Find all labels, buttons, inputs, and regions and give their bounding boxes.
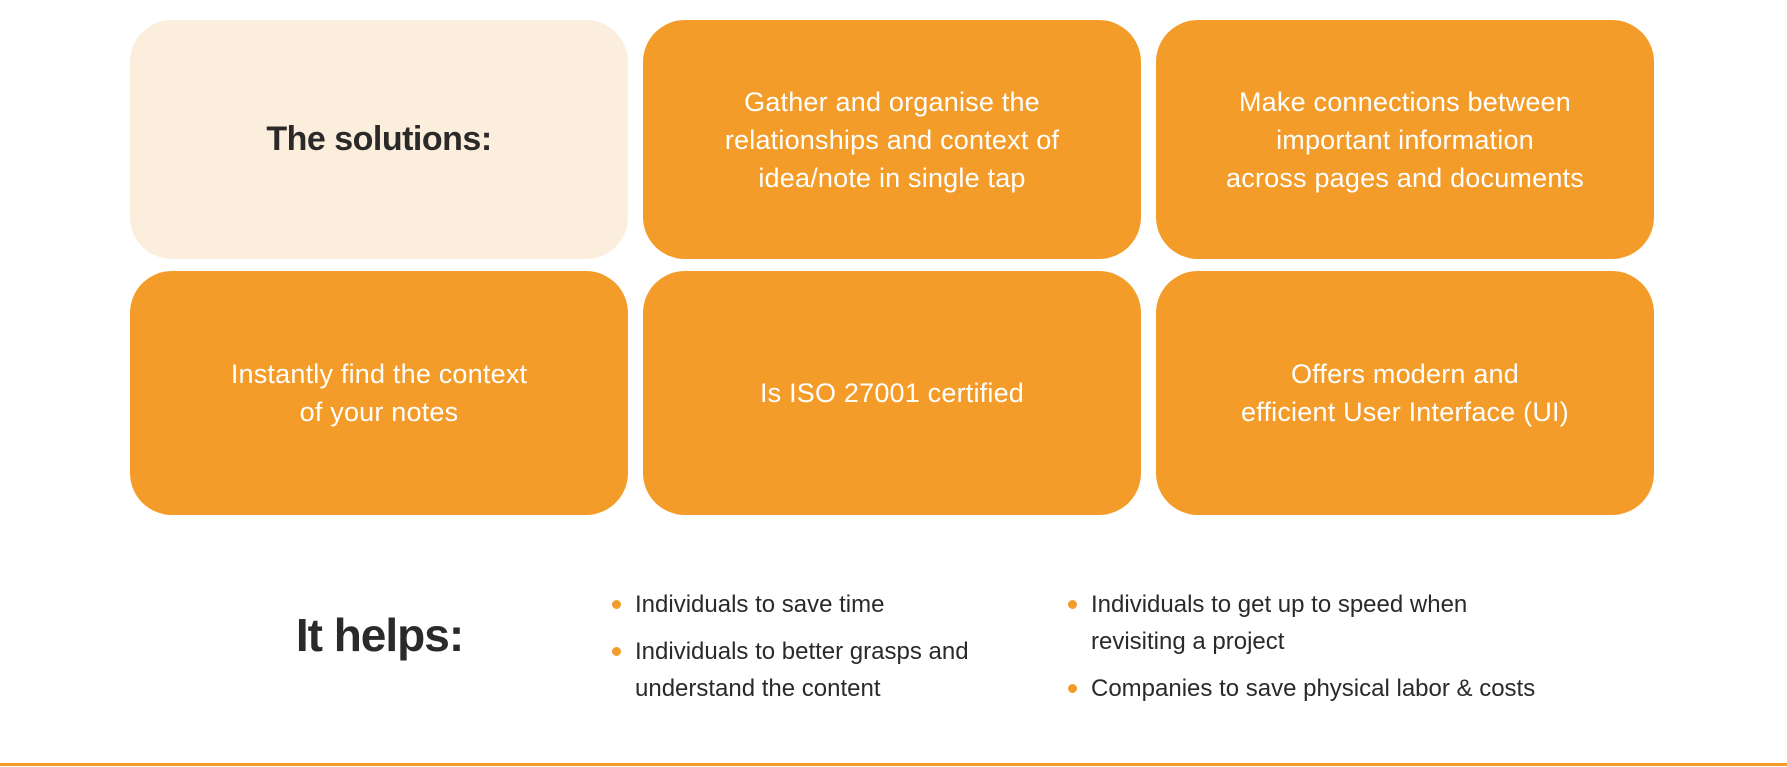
helps-item-label: Companies to save physical labor & costs [1091,675,1536,702]
helps-item-label: Individuals to get up to speed when revi… [1091,591,1468,655]
solutions-heading-card: The solutions: [130,20,628,259]
helps-item: Individuals to get up to speed when revi… [1068,586,1628,660]
helps-item-label: Individuals to better grasps and underst… [635,638,969,702]
solution-card-text: Offers modern and efficient User Interfa… [1241,359,1569,427]
solution-card-text: Is ISO 27001 certified [759,378,1025,408]
solution-card-text: Gather and organise the relationships an… [724,86,1060,193]
solution-card-text: Instantly find the context of your notes [230,359,528,427]
solutions-grid: The solutions: Gather and organise the r… [130,20,1654,515]
helps-column-2: Individuals to get up to speed when revi… [1068,586,1628,717]
solution-card-text: Make connections between important infor… [1226,86,1584,193]
helps-column-1: Individuals to save time Individuals to … [612,586,1082,717]
helps-item: Individuals to save time [612,586,1082,623]
solution-card-ui: Offers modern and efficient User Interfa… [1156,271,1654,515]
helps-item: Companies to save physical labor & costs [1068,670,1628,707]
bullet-dot-icon [612,600,621,609]
bullet-dot-icon [612,647,621,656]
solution-card-gather: Gather and organise the relationships an… [643,20,1141,259]
solution-card-iso: Is ISO 27001 certified [643,271,1141,515]
section-divider [0,763,1787,766]
solution-card-context: Instantly find the context of your notes [130,271,628,515]
bullet-dot-icon [1068,684,1077,693]
helps-heading: It helps: [295,609,464,661]
solution-card-connections: Make connections between important infor… [1156,20,1654,259]
bullet-dot-icon [1068,600,1077,609]
helps-item: Individuals to better grasps and underst… [612,633,1082,707]
solutions-heading-label: The solutions: [266,120,492,158]
helps-item-label: Individuals to save time [635,591,885,618]
